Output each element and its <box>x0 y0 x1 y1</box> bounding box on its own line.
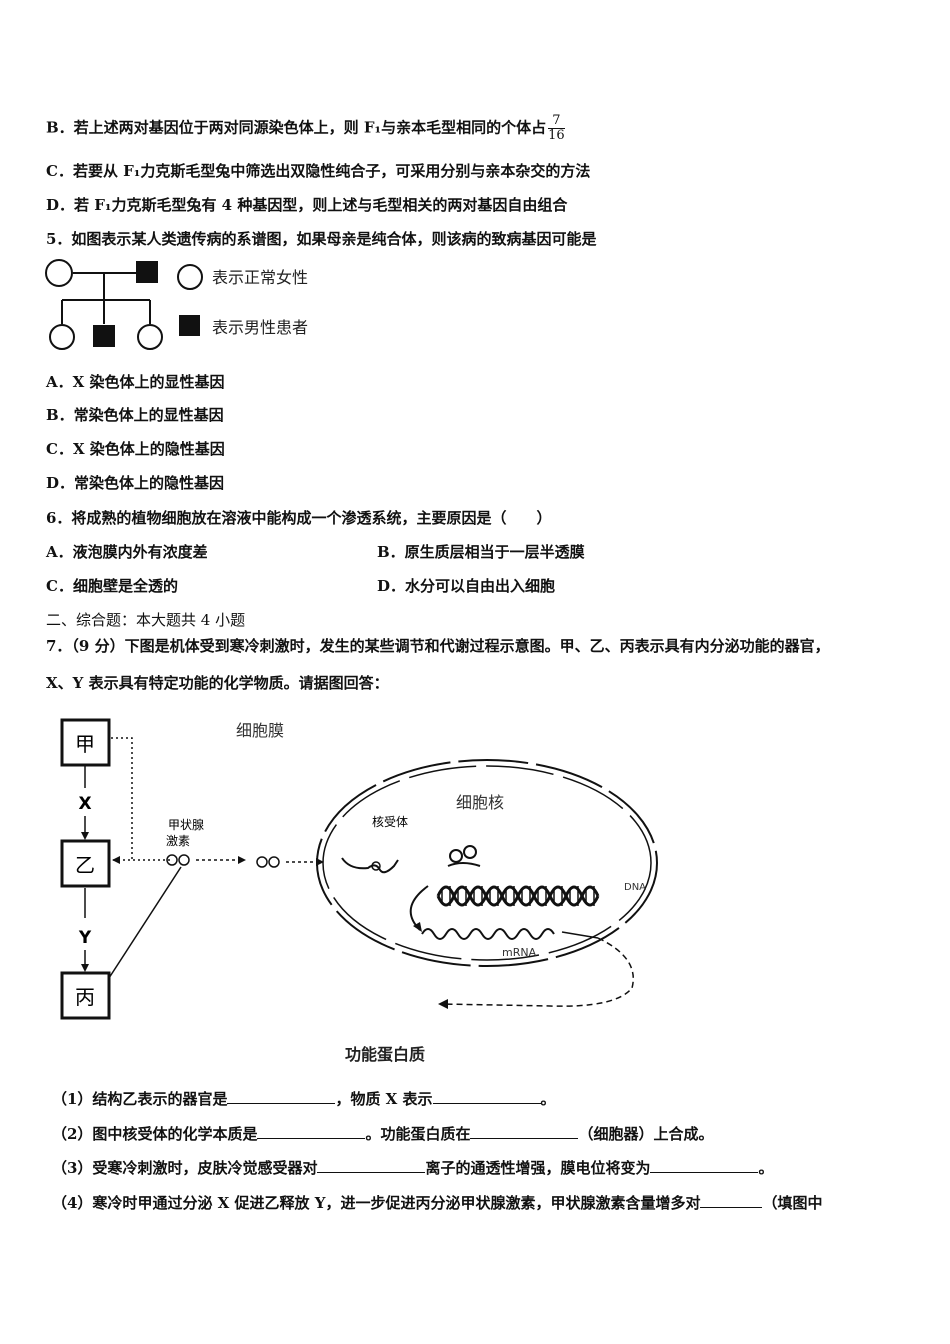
sub-text: 。 <box>540 1090 556 1108</box>
sub-text: （填图中 <box>762 1194 823 1212</box>
q7-stem-line-1: 7．（9 分）下图是机体受到寒冷刺激时，发生的某些调节和代谢过程示意图。甲、乙、… <box>46 637 830 655</box>
translation-path <box>441 937 634 1007</box>
legend-male-symbol <box>179 315 200 336</box>
answer-blank[interactable] <box>650 1158 759 1173</box>
q5-stem: 5．如图表示某人类遗传病的系谱图，如果母亲是纯合体，则该病的致病基因可能是 <box>46 230 597 248</box>
label-x: X <box>78 794 91 814</box>
answer-blank[interactable] <box>700 1193 763 1208</box>
arrowhead <box>81 964 89 972</box>
hormone-label-1: 甲状腺 <box>168 818 204 832</box>
q4-option-b-text: B．若上述两对基因位于两对同源染色体上，则 F₁与亲本毛型相同的个体占 <box>46 118 547 137</box>
hormone-receptor-complex <box>463 845 477 859</box>
hormone-molecule <box>166 854 178 866</box>
hormone-molecule <box>256 856 268 868</box>
father-symbol <box>136 261 158 283</box>
arrowhead <box>112 856 120 864</box>
q5-option-c: C．X 染色体上的隐性基因 <box>46 440 225 458</box>
dna-base-pairs <box>441 886 595 906</box>
protein-label: 功能蛋白质 <box>345 1045 425 1064</box>
q6-option-d: D．水分可以自由出入细胞 <box>377 577 556 595</box>
q5-option-b: B．常染色体上的显性基因 <box>46 406 224 424</box>
box-bing <box>60 971 111 1020</box>
q5-option-a: A．X 染色体上的显性基因 <box>46 373 225 391</box>
box-yi <box>60 839 111 888</box>
nuclear-envelope-inner <box>322 765 652 961</box>
answer-blank[interactable] <box>257 1124 366 1139</box>
q7-sub-2: （2）图中核受体的化学本质是 。功能蛋白质在 （细胞器）上合成。 <box>52 1124 713 1144</box>
feedback-to-jia <box>111 737 133 860</box>
hormone-label-2: 激素 <box>166 834 190 848</box>
dna-strand-2 <box>436 885 600 907</box>
answer-blank[interactable] <box>317 1158 426 1173</box>
sub-text: （4）寒冷时甲通过分泌 X 促进乙释放 Y，进一步促进丙分泌甲状腺激素，甲状腺激… <box>52 1194 701 1212</box>
dna-label: DNA <box>624 882 646 893</box>
box-bing-label: 丙 <box>75 985 95 1009</box>
q7-sub-3: （3）受寒冷刺激时，皮肤冷觉感受器对 离子的通透性增强，膜电位将变为 。 <box>52 1158 773 1178</box>
answer-blank[interactable] <box>432 1089 541 1104</box>
arrowhead <box>413 922 422 932</box>
answer-blank[interactable] <box>227 1089 336 1104</box>
regulation-diagram: 甲 乙 丙 X Y 甲状腺 激素 细胞膜 细胞核 核受体 <box>60 718 658 1064</box>
hormone-molecule <box>178 854 190 866</box>
q6-option-b: B．原生质层相当于一层半透膜 <box>377 543 585 561</box>
sub-text: （细胞器）上合成。 <box>578 1125 714 1143</box>
q6-stem: 6．将成熟的植物细胞放在溶液中能构成一个渗透系统，主要原因是（ ） <box>46 509 552 527</box>
pedigree-chart: 表示正常女性 表示男性患者 <box>45 259 308 350</box>
box-yi-label: 乙 <box>75 853 95 877</box>
box-jia-label: 甲 <box>75 732 95 756</box>
son-symbol <box>93 325 115 347</box>
q7-sub-1: （1）结构乙表示的器官是 ，物质 X 表示 。 <box>52 1089 556 1109</box>
sub-text: 。 <box>758 1159 774 1177</box>
receptor-shape <box>341 857 399 874</box>
legend-female-symbol <box>177 264 203 290</box>
mother-symbol <box>45 259 73 287</box>
sub-text: 离子的通透性增强，膜电位将变为 <box>425 1159 651 1177</box>
arrowhead <box>238 856 246 864</box>
label-y: Y <box>78 928 92 948</box>
receptor-site <box>371 861 381 871</box>
arrowhead <box>438 999 448 1009</box>
mrna-label: mRNA <box>502 946 537 959</box>
hormone-receptor-complex <box>447 862 481 867</box>
q7-stem-line-2: X、Y 表示具有特定功能的化学物质。请据图回答： <box>46 674 389 692</box>
q4-option-c: C．若要从 F₁力克斯毛型兔中筛选出双隐性纯合子，可采用分别与亲本杂交的方法 <box>46 162 591 180</box>
sub-text: 。功能蛋白质在 <box>365 1125 471 1143</box>
q5-option-d: D．常染色体上的隐性基因 <box>46 474 225 492</box>
mrna-export-line <box>561 931 599 939</box>
daughter-1-symbol <box>49 324 75 350</box>
fraction-denominator: 16 <box>548 128 565 143</box>
answer-blank[interactable] <box>470 1124 579 1139</box>
cell-membrane-label: 细胞膜 <box>236 721 284 740</box>
q4-option-d: D．若 F₁力克斯毛型兔有 4 种基因型，则上述与毛型相关的两对基因自由组合 <box>46 196 568 214</box>
legend-female-label: 表示正常女性 <box>212 268 308 287</box>
nucleus-label: 细胞核 <box>456 793 504 812</box>
box-jia <box>60 718 111 767</box>
section-heading: 二、综合题：本大题共 4 小题 <box>46 611 246 629</box>
q6-option-a: A．液泡膜内外有浓度差 <box>46 543 208 561</box>
q6-option-c: C．细胞壁是全透的 <box>46 577 178 595</box>
hormone-molecule <box>268 856 280 868</box>
hormone-receptor-complex <box>449 849 463 863</box>
mrna-strand <box>421 928 555 940</box>
sub-text: （3）受寒冷刺激时，皮肤冷觉感受器对 <box>52 1159 318 1177</box>
nuclear-envelope-outer <box>316 759 658 967</box>
sub-text: ，物质 X 表示 <box>335 1090 433 1108</box>
receptor-label: 核受体 <box>372 815 408 829</box>
sub-text: （1）结构乙表示的器官是 <box>52 1090 228 1108</box>
fraction-numerator: 7 <box>548 114 565 129</box>
q7-sub-4: （4）寒冷时甲通过分泌 X 促进乙释放 Y，进一步促进丙分泌甲状腺激素，甲状腺激… <box>52 1193 822 1213</box>
daughter-2-symbol <box>137 324 163 350</box>
sub-text: （2）图中核受体的化学本质是 <box>52 1125 258 1143</box>
legend-male-label: 表示男性患者 <box>212 318 308 337</box>
bing-to-hormone <box>108 866 182 979</box>
arrowhead <box>81 832 89 840</box>
